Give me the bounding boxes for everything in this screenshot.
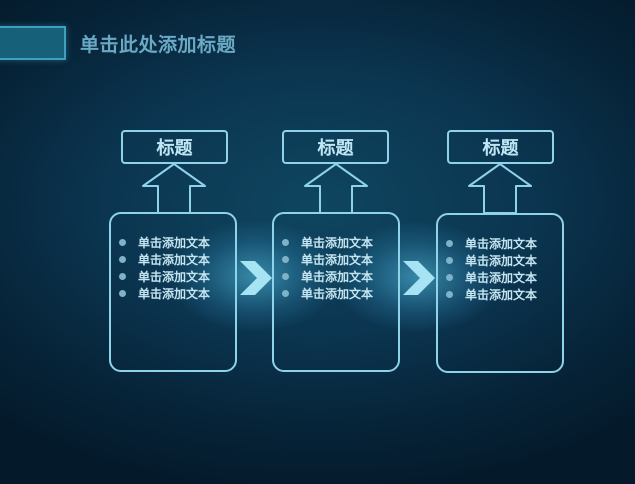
step-2-card: 单击添加文本 单击添加文本 单击添加文本 单击添加文本 (272, 212, 400, 372)
bullet-icon (282, 273, 289, 280)
list-item[interactable]: 单击添加文本 (119, 268, 210, 285)
bullet-icon (282, 256, 289, 263)
step-2-list: 单击添加文本 单击添加文本 单击添加文本 单击添加文本 (282, 234, 373, 302)
title-accent-bar (0, 26, 66, 60)
bullet-icon (446, 257, 453, 264)
slide-title[interactable]: 单击此处添加标题 (80, 34, 237, 56)
step-3-list: 单击添加文本 单击添加文本 单击添加文本 单击添加文本 (446, 235, 537, 303)
bullet-icon (282, 290, 289, 297)
step-1-card: 单击添加文本 单击添加文本 单击添加文本 单击添加文本 (109, 212, 237, 372)
bullet-icon (119, 290, 126, 297)
step-2-header[interactable]: 标题 (282, 130, 389, 164)
list-item[interactable]: 单击添加文本 (282, 268, 373, 285)
bullet-icon (119, 273, 126, 280)
step-1-up-arrow-icon (142, 163, 206, 214)
step-3-up-arrow-icon (468, 163, 532, 214)
bullet-icon (119, 239, 126, 246)
list-item[interactable]: 单击添加文本 (119, 234, 210, 251)
step-1-list: 单击添加文本 单击添加文本 单击添加文本 单击添加文本 (119, 234, 210, 302)
list-item[interactable]: 单击添加文本 (446, 286, 537, 303)
bullet-icon (282, 239, 289, 246)
chevron-right-icon (403, 261, 435, 295)
list-item[interactable]: 单击添加文本 (446, 235, 537, 252)
bullet-icon (446, 291, 453, 298)
list-item[interactable]: 单击添加文本 (446, 269, 537, 286)
bullet-icon (119, 256, 126, 263)
chevron-right-icon (240, 261, 272, 295)
bullet-icon (446, 240, 453, 247)
step-3-header[interactable]: 标题 (447, 130, 554, 164)
list-item[interactable]: 单击添加文本 (282, 285, 373, 302)
list-item[interactable]: 单击添加文本 (119, 285, 210, 302)
bullet-icon (446, 274, 453, 281)
list-item[interactable]: 单击添加文本 (282, 234, 373, 251)
step-3-card: 单击添加文本 单击添加文本 单击添加文本 单击添加文本 (436, 213, 564, 373)
step-1-header[interactable]: 标题 (121, 130, 228, 164)
list-item[interactable]: 单击添加文本 (119, 251, 210, 268)
step-2-up-arrow-icon (304, 163, 368, 214)
glow-right (333, 222, 503, 332)
list-item[interactable]: 单击添加文本 (282, 251, 373, 268)
list-item[interactable]: 单击添加文本 (446, 252, 537, 269)
